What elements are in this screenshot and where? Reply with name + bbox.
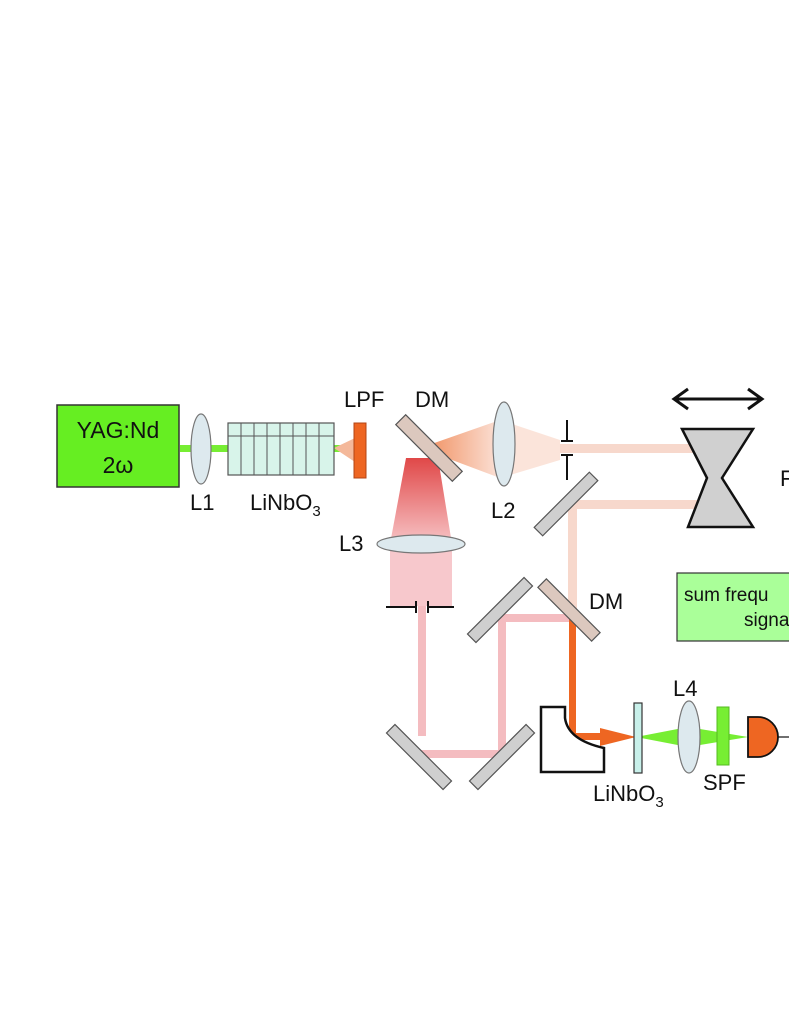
mirror-bottom-left: [385, 723, 453, 791]
pink-collimated-beam: [390, 544, 452, 606]
dm-mid-label: DM: [589, 589, 623, 614]
beam-to-prism: [560, 444, 700, 453]
pink-path-top: [498, 614, 574, 622]
short-pass-filter: [716, 706, 730, 766]
roof-prism: [679, 427, 756, 529]
lens-l4: [677, 700, 701, 774]
signal-box: sum frequ signal: [676, 572, 789, 642]
crystal2-label: LiNbO3: [593, 781, 664, 811]
laser-harmonic: 2ω: [103, 452, 134, 478]
pink-path-down: [418, 606, 426, 736]
upper-diverging-beam: [420, 420, 500, 478]
lens-l3-label: L3: [339, 531, 363, 556]
mirror-upper-right: [533, 471, 599, 537]
aperture-lower: [386, 601, 454, 613]
pink-path-bottom: [418, 750, 504, 758]
lens-l1: [190, 413, 212, 485]
aperture-upper: [561, 420, 573, 480]
laser-name: YAG:Nd: [77, 417, 160, 443]
signal-box-line2: signal: [744, 610, 789, 631]
green-diverging-beam: [636, 727, 688, 747]
signal-box-line1: sum frequ: [684, 585, 768, 606]
mirror-bottom-right: [468, 723, 536, 791]
lens-l2: [492, 401, 516, 487]
lens-l3: [376, 534, 466, 554]
orange-beam-horizontal: [569, 733, 609, 740]
crystal1-label: LiNbO3: [250, 490, 321, 520]
downward-fan-beam: [390, 458, 452, 544]
photodetector: [747, 716, 779, 758]
laser-source: YAG:Nd 2ω: [56, 404, 180, 488]
lpf-label: LPF: [344, 387, 384, 412]
parabolic-mirror: [539, 705, 606, 774]
spf-label: SPF: [703, 770, 746, 795]
dm-top-label: DM: [415, 387, 449, 412]
dichroic-mirror-middle: [537, 578, 601, 642]
lens-l4-label: L4: [673, 676, 697, 701]
long-pass-filter: [353, 422, 367, 479]
translation-arrow: [671, 387, 765, 411]
crystal-2: [633, 702, 643, 774]
dichroic-mirror-top: [394, 413, 464, 483]
mirror-middle-left: [466, 576, 534, 644]
beam-to-dm: [568, 500, 577, 610]
pink-path-up: [498, 614, 506, 756]
lens-l1-label: L1: [190, 490, 214, 515]
orange-beam-vertical: [569, 618, 576, 738]
periodic-crystal: [227, 422, 335, 476]
orange-focus-cone: [600, 728, 636, 746]
prism-label-partial: F: [780, 466, 789, 491]
return-beam: [568, 500, 706, 509]
lens-l2-label: L2: [491, 498, 515, 523]
crystal-output-cone: [334, 438, 355, 462]
